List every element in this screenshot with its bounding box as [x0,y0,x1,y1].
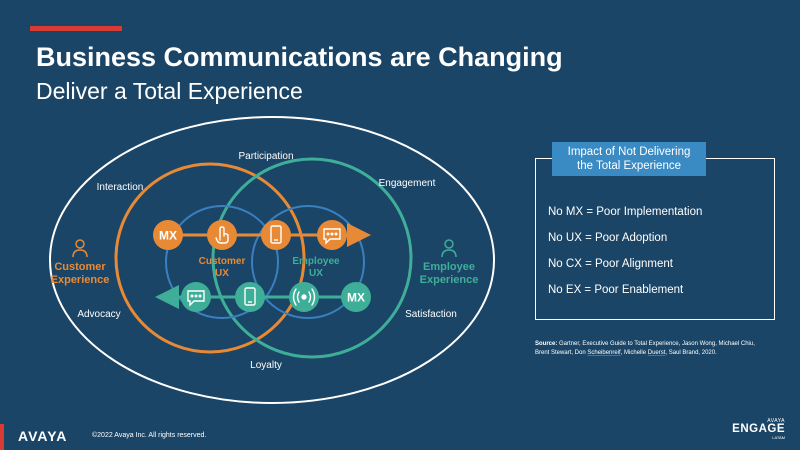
source-label: Source: [535,341,558,347]
customer-experience-line1: Customer [54,261,106,273]
impact-header-line1: Impact of Not Delivering [567,146,691,158]
accent-bar [30,26,122,31]
top-node-touch [207,220,237,250]
impact-item: No UX = Poor Adoption [548,232,668,244]
bottom-node-phone [235,282,265,312]
label-loyalty: Loyalty [250,360,282,371]
slide-subtitle: Deliver a Total Experience [36,78,303,104]
label-participation: Participation [238,151,293,162]
customer-ux-line2: UX [215,268,229,279]
total-experience-ellipse [49,116,495,404]
employee-experience-circle [211,157,413,359]
customer-person-icon [72,239,88,258]
bottom-node-broadcast [289,282,319,312]
source-text-1: Gartner, Executive Guide to Total Experi… [535,341,755,356]
mobile-phone-icon [270,225,282,244]
engage-logo-brand: AVAYA [767,418,785,424]
mobile-phone-icon [244,287,256,306]
avaya-engage-logo: AVAYA ENGAGE LATAM [730,418,785,440]
label-interaction: Interaction [97,182,144,193]
broadcast-icon [292,288,316,306]
bottom-node-mx-label: MX [347,291,365,305]
chat-bubble-icon [187,290,205,307]
impact-list: No MX = Poor Implementation No UX = Poor… [548,206,702,310]
source-citation: Source: Gartner, Executive Guide to Tota… [535,340,765,357]
label-satisfaction: Satisfaction [405,309,457,320]
label-engagement: Engagement [379,178,436,189]
source-name-2: Duerst [647,349,666,356]
impact-item: No EX = Poor Enablement [548,284,684,296]
impact-header-line2: the Total Experience [577,160,681,172]
impact-header: Impact of Not Delivering the Total Exper… [552,142,706,176]
source-text-2: , Michelle [620,349,648,356]
employee-experience-line1: Employee [423,261,475,273]
bottom-node-mx: MX [341,282,371,312]
customer-experience-circle [114,162,306,354]
employee-ux-line1: Employee [292,256,340,267]
engage-logo-main: ENGAGE [732,423,785,435]
avaya-logo: AVAYA [18,428,68,444]
slide-title: Business Communications are Changing [36,42,563,72]
source-text-3: , Saul Brand, 2020. [665,349,717,356]
copyright-text: ©2022 Avaya Inc. All rights reserved. [92,432,207,439]
chat-bubble-icon [323,228,341,245]
top-node-chat [317,220,347,250]
impact-item: No CX = Poor Alignment [548,258,673,270]
customer-ux-circle [165,205,279,319]
source-name-1: Scheibenreif [587,349,621,356]
top-node-mx-label: MX [159,229,177,243]
top-node-mx: MX [153,220,183,250]
customer-experience-line2: Experience [51,274,110,286]
customer-ux-line1: Customer [199,256,246,267]
bottom-node-chat [181,282,211,312]
employee-ux-circle [251,205,365,319]
footer-accent-bar [0,424,4,450]
employee-person-icon [441,239,457,258]
label-advocacy: Advocacy [77,309,120,320]
employee-ux-line2: UX [309,268,323,279]
touch-hand-icon [215,226,229,244]
top-node-phone [261,220,291,250]
employee-experience-line2: Experience [420,274,479,286]
impact-item: No MX = Poor Implementation [548,206,703,218]
engage-logo-sub: LATAM [772,435,785,440]
